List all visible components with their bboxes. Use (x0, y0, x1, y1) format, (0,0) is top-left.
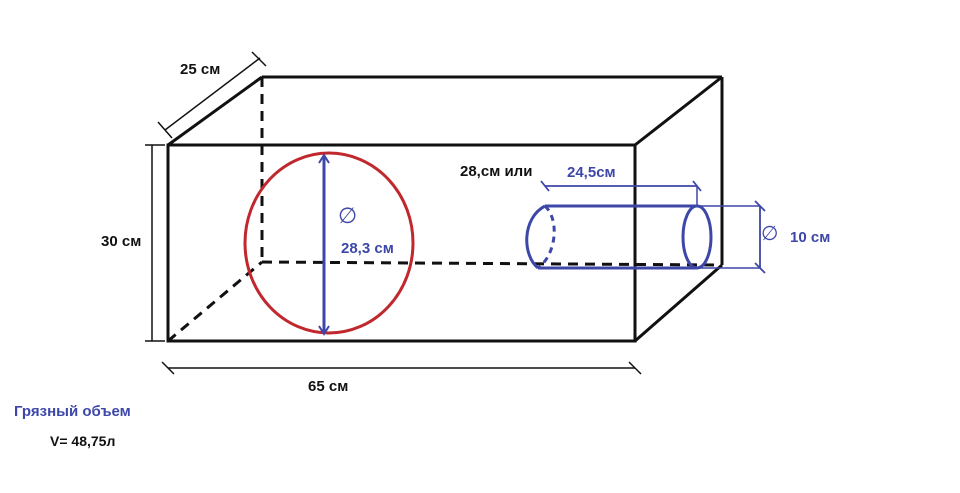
box-top-right-edge (634, 75, 723, 147)
port-diameter-label: 10 см (790, 229, 830, 246)
depth-dim-line (164, 57, 261, 131)
circle-diameter-symbol: ∅ (338, 203, 357, 228)
port-inner-end (525, 204, 546, 270)
port-length-alt-label: 28,см или (460, 163, 532, 180)
circle-diameter-label: 28,3 см (341, 240, 394, 257)
port-length-label: 24,5см (567, 164, 616, 181)
volume-value: V= 48,75л (50, 433, 115, 449)
box-hidden-edges (167, 77, 723, 343)
box-front-face (166, 143, 637, 343)
port-diameter-symbol: ∅ (761, 223, 778, 245)
hidden-bottom-left-edge (167, 260, 263, 343)
hidden-back-bottom-edge (261, 260, 723, 267)
dimension-lines (145, 51, 642, 375)
height-label: 30 см (101, 233, 141, 250)
volume-title: Грязный объем (14, 403, 131, 420)
speaker-cutout (243, 151, 415, 336)
speaker-circle (243, 151, 415, 335)
box-bottom-right-edge (634, 263, 723, 343)
port-outer-end (681, 204, 713, 270)
box-outline (166, 75, 724, 343)
width-label: 65 см (308, 378, 348, 395)
box-top-left-edge (167, 75, 263, 147)
port-tube (525, 180, 766, 274)
depth-label: 25 см (180, 61, 220, 78)
